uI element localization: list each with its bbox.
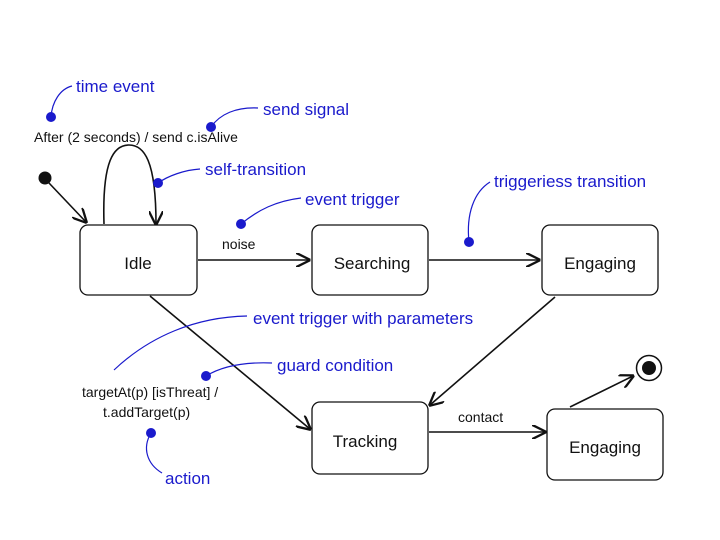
annotation-action: action xyxy=(145,428,210,488)
annotation-event-trigger-params-text: event trigger with parameters xyxy=(253,309,473,328)
guard-label-line1: targetAt(p) [isThreat] / xyxy=(82,384,218,400)
annotation-action-text: action xyxy=(165,469,210,488)
transition-idle-to-tracking xyxy=(149,295,310,429)
transition-engaging-to-tracking xyxy=(430,296,556,405)
annotation-time-event-text: time event xyxy=(76,77,155,96)
state-engaging-top: Engaging xyxy=(541,224,659,296)
annotation-event-trigger: event trigger xyxy=(236,190,400,229)
annotation-self-transition: self-transition xyxy=(153,160,306,188)
annotation-triggerless-transition: triggeriess transition xyxy=(464,172,646,247)
self-transition-arrow xyxy=(103,144,156,224)
state-tracking: Tracking xyxy=(311,401,429,475)
annotation-event-trigger-params: event trigger with parameters xyxy=(113,309,473,371)
final-state xyxy=(635,354,663,382)
state-searching-label: Searching xyxy=(334,254,411,273)
state-engaging-bottom: Engaging xyxy=(546,408,664,481)
annotation-self-transition-text: self-transition xyxy=(205,160,306,179)
state-searching: Searching xyxy=(311,224,429,296)
initial-state-dot xyxy=(38,171,52,185)
annotation-send-signal-text: send signal xyxy=(263,100,349,119)
annotation-guard-condition-text: guard condition xyxy=(277,356,393,375)
annotation-send-signal: send signal xyxy=(206,100,349,132)
transition-engaging-to-final xyxy=(569,376,633,408)
contact-label: contact xyxy=(458,409,503,425)
annotation-time-event: time event xyxy=(46,77,155,122)
initial-transition-arrow xyxy=(48,182,86,222)
noise-label: noise xyxy=(222,236,256,252)
state-engaging-bottom-label: Engaging xyxy=(569,438,641,457)
guard-label-line2: t.addTarget(p) xyxy=(103,404,190,420)
self-transition-label: After (2 seconds) / send c.isAlive xyxy=(34,129,238,145)
state-idle: Idle xyxy=(79,224,198,296)
annotation-guard-condition: guard condition xyxy=(201,356,393,381)
state-idle-label: Idle xyxy=(124,254,151,273)
state-tracking-label: Tracking xyxy=(333,432,398,451)
annotation-triggerless-transition-text: triggeriess transition xyxy=(494,172,646,191)
state-engaging-top-label: Engaging xyxy=(564,254,636,273)
annotation-event-trigger-text: event trigger xyxy=(305,190,400,209)
